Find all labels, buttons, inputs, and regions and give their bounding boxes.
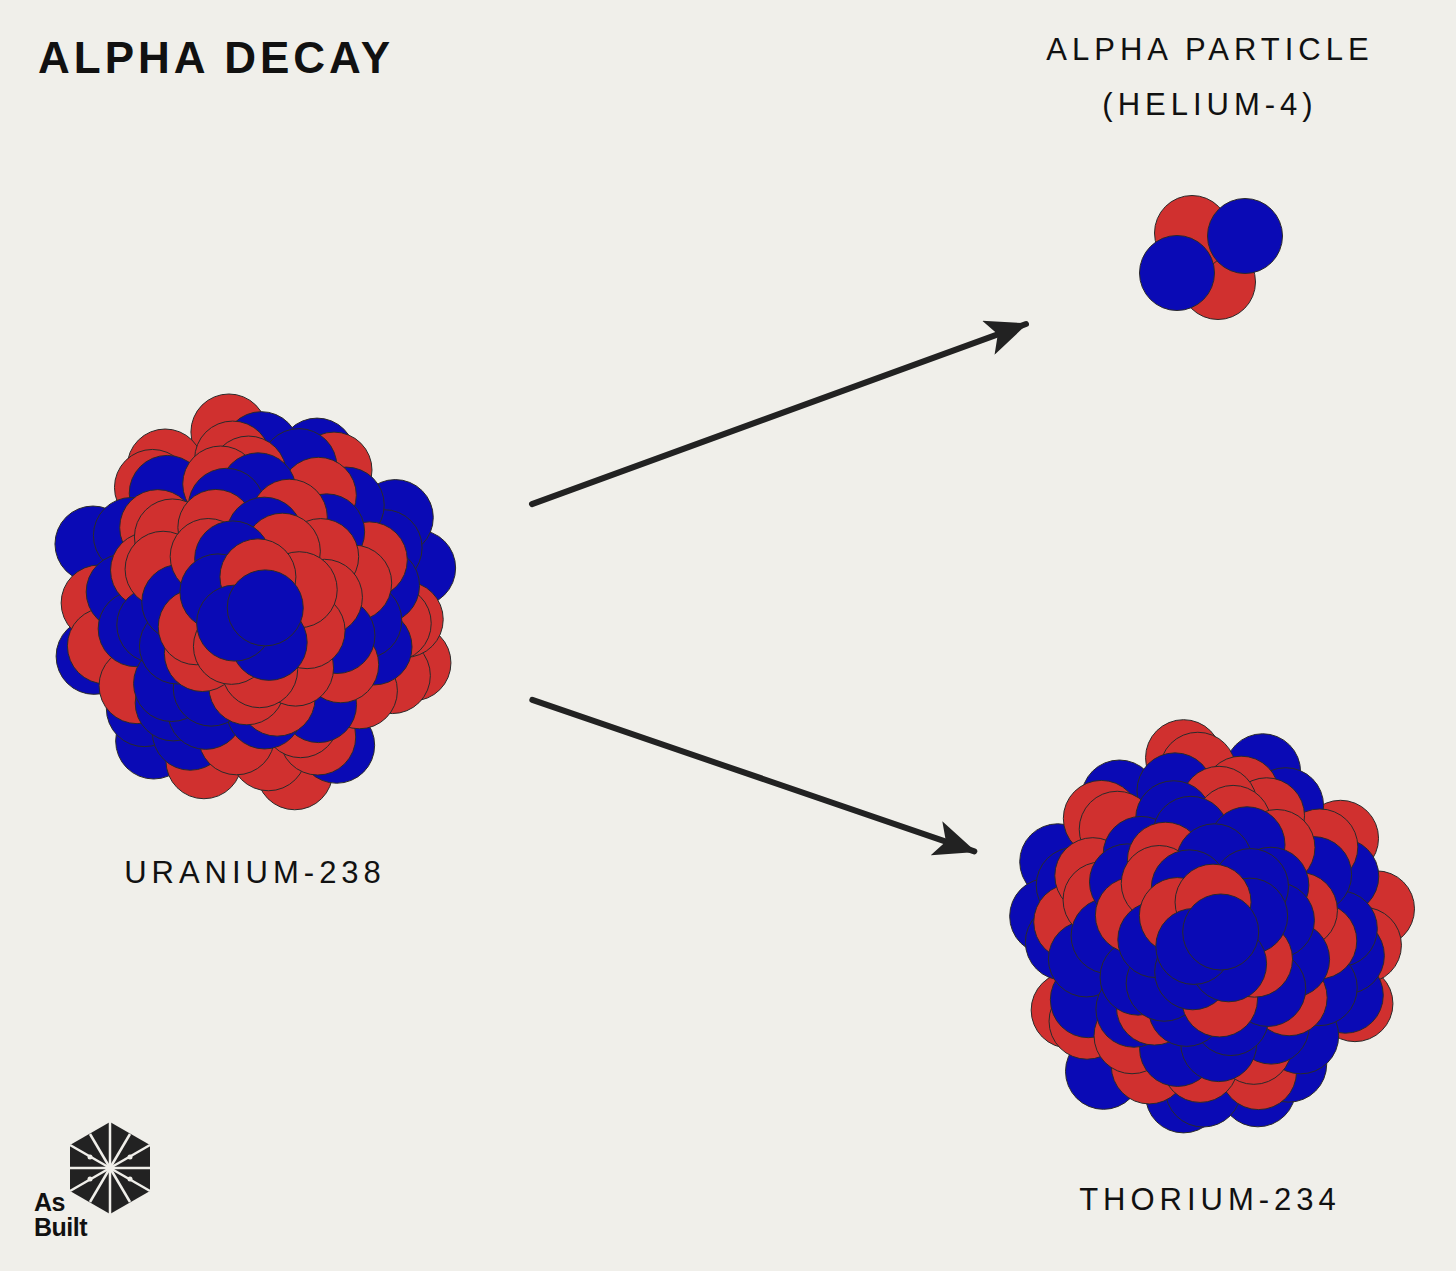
nucleus-node: ALPHA PARTICLE (HELIUM-4)	[1005, 22, 1415, 322]
nucleus-node: URANIUM-238	[25, 395, 485, 900]
nucleon	[1183, 894, 1259, 970]
logo-grid	[70, 1122, 150, 1214]
logo-text: As Built	[34, 1190, 100, 1240]
nucleus-label: URANIUM-238	[30, 845, 480, 900]
decay-arrow	[532, 324, 1026, 504]
nucleus-illustration	[1010, 132, 1410, 322]
nucleus-node: THORIUM-234	[980, 722, 1440, 1227]
nucleon	[1140, 236, 1215, 311]
nucleon	[1208, 199, 1283, 274]
nucleus-label: ALPHA PARTICLE (HELIUM-4)	[1010, 22, 1410, 132]
decay-arrow	[532, 700, 974, 851]
diagram-title: ALPHA DECAY	[38, 30, 394, 86]
nucleus-label: THORIUM-234	[985, 1172, 1435, 1227]
logo-dots	[88, 1155, 133, 1182]
nucleon	[227, 570, 303, 646]
logo-hexagon	[70, 1122, 150, 1214]
nucleus-illustration	[985, 722, 1435, 1142]
logo-hexagon-body	[70, 1122, 150, 1214]
nucleus-illustration	[30, 395, 480, 815]
